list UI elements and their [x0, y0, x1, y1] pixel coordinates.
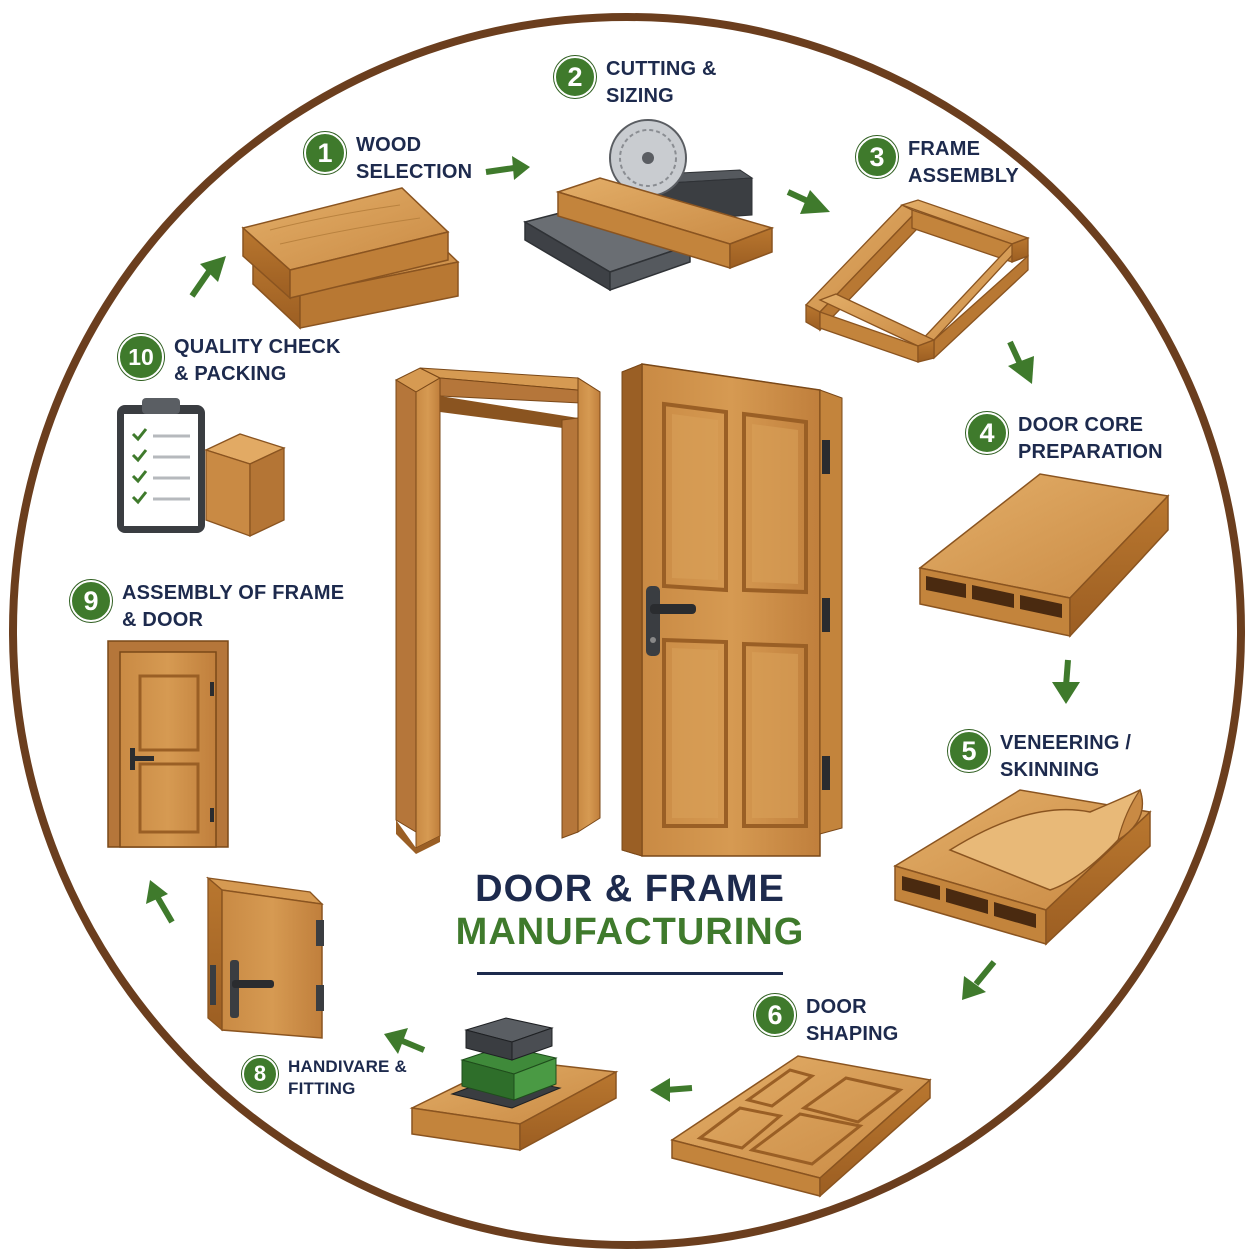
- veneer-icon: [893, 788, 1152, 946]
- flow-arrows: [146, 156, 1080, 1102]
- step-8-badge: 8: [242, 1056, 278, 1092]
- arrow-8-to-9: [146, 880, 175, 924]
- step-5-text: VENEERING / SKINNING: [1000, 732, 1132, 781]
- arrow-6-to-7: [650, 1078, 693, 1102]
- shaped-door-panel-icon: [670, 1055, 932, 1198]
- step-9-badge: 9: [70, 580, 112, 622]
- step-2-badge: 2: [554, 56, 596, 98]
- press-machine-icon: [409, 1017, 619, 1152]
- step-6-badge: 6: [754, 994, 796, 1036]
- step-2-text: CUTTING & SIZING: [606, 58, 717, 107]
- step-2-label: 2 CUTTING & SIZING: [554, 56, 717, 110]
- step-1-label: 1 WOOD SELECTION: [304, 132, 472, 186]
- step-5-label: 5 VENEERING / SKINNING: [948, 730, 1131, 784]
- door-hardware-icon: [205, 876, 324, 1039]
- step-4-label: 4 DOOR CORE PREPARATION: [966, 412, 1163, 466]
- outer-ring: [9, 13, 1245, 1249]
- arrow-2-to-3: [786, 189, 830, 214]
- door-core-icon: [918, 473, 1170, 638]
- wood-planks-icon: [241, 187, 460, 330]
- arrow-4-to-5: [1052, 659, 1080, 704]
- step-10-label: 10 QUALITY CHECK & PACKING: [118, 334, 341, 388]
- step-3-badge: 3: [856, 136, 898, 178]
- step-4-badge: 4: [966, 412, 1008, 454]
- assembled-door-icon: [107, 640, 229, 848]
- step-8-label: 8 HANDIVARE & FITTING: [242, 1056, 407, 1100]
- step-10-badge: 10: [118, 334, 164, 380]
- clipboard-box-icon: [117, 398, 286, 538]
- step-6-text: DOOR SHAPING: [806, 996, 899, 1045]
- step-9-text: ASSEMBLY OF FRAME & DOOR: [122, 582, 345, 631]
- saw-cutting-icon: [523, 119, 775, 292]
- arrow-5-to-6: [962, 960, 997, 1000]
- diagram-title: DOOR & FRAME MANUFACTURING: [380, 868, 880, 975]
- arrow-1-to-2: [485, 156, 530, 180]
- title-line-1: DOOR & FRAME: [475, 868, 785, 910]
- step-1-text: WOOD SELECTION: [356, 134, 473, 183]
- step-3-text: FRAME ASSEMBLY: [908, 138, 1019, 187]
- step-8-text: HANDIVARE & FITTING: [288, 1057, 408, 1098]
- step-4-text: DOOR CORE PREPARATION: [1018, 414, 1163, 463]
- arrow-10-to-1: [189, 256, 226, 298]
- title-line-2: MANUFACTURING: [455, 911, 805, 953]
- arrow-7-to-8: [384, 1028, 426, 1054]
- step-1-badge: 1: [304, 132, 346, 174]
- central-door-illustration: [621, 363, 843, 857]
- step-6-label: 6 DOOR SHAPING: [754, 994, 899, 1048]
- step-9-label: 9 ASSEMBLY OF FRAME & DOOR: [70, 580, 344, 634]
- title-underline: [477, 972, 783, 975]
- frame-assembly-icon: [804, 199, 1030, 363]
- step-5-badge: 5: [948, 730, 990, 772]
- arrow-3-to-4: [1007, 340, 1034, 384]
- step-3-label: 3 FRAME ASSEMBLY: [856, 136, 1019, 190]
- central-door-frame-illustration: [394, 367, 601, 854]
- step-10-text: QUALITY CHECK & PACKING: [174, 336, 341, 385]
